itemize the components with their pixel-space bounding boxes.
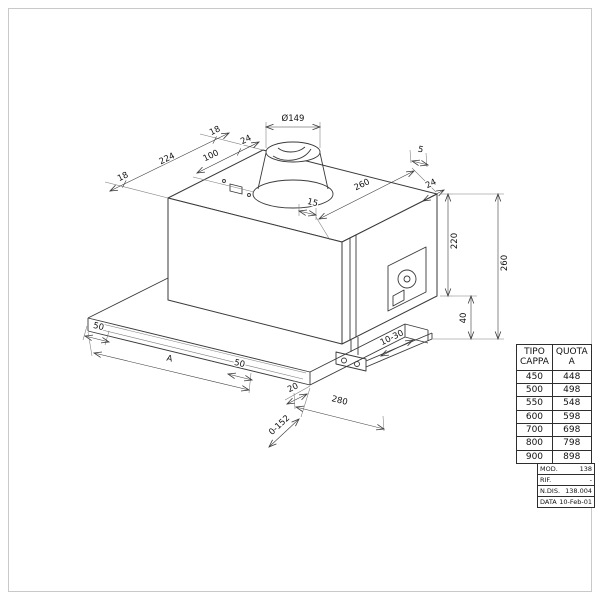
table-cell: 448	[551, 369, 592, 385]
dim-label-10-30: 10-30	[379, 328, 406, 348]
table-cell: 798	[551, 436, 592, 451]
dim-label-height-260: 260	[500, 255, 510, 271]
table-cell: 700	[516, 423, 553, 438]
dim-label-15: 15	[306, 197, 319, 209]
title-row-data: DATA 10-Feb-01	[538, 496, 594, 507]
table-cell: 548	[551, 396, 592, 411]
dim-label-20: 20	[286, 381, 300, 395]
motor-circle	[397, 269, 417, 289]
title-value: 138.004	[565, 487, 592, 495]
table-row: 600 598	[516, 409, 592, 425]
dim-label-5: 5	[417, 145, 425, 156]
dim-bottom-50-mid: 50	[226, 357, 254, 382]
dim-label-diameter: Ø149	[282, 113, 305, 124]
table-cell: 900	[516, 449, 553, 465]
dim-label-0-152: 0-152	[267, 413, 292, 437]
dim-label-24-top: 24	[239, 133, 253, 147]
title-row-ndis: N.DIS. 138.004	[538, 485, 594, 496]
table-row: 500 498	[516, 383, 592, 398]
header-line: TIPO	[524, 347, 545, 357]
hood-body	[167, 149, 438, 345]
dim-height-220: 220	[440, 192, 461, 298]
table-cell: 698	[551, 423, 592, 438]
dim-label-24-rear: 24	[424, 177, 438, 191]
title-label: RIF.	[540, 476, 552, 484]
table-cell: 498	[551, 383, 592, 398]
table-row: 550 548	[516, 396, 592, 411]
title-value: 10-Feb-01	[559, 498, 592, 506]
title-value: 138	[579, 465, 592, 473]
table-row: 900 898	[516, 449, 592, 465]
table-cell: 898	[551, 449, 592, 465]
motor-panel	[387, 246, 427, 312]
table-cell: 500	[516, 383, 553, 398]
dim-travel-10-30: 10-30	[378, 327, 415, 357]
dim-label-224: 224	[158, 151, 177, 167]
duct-vane	[272, 148, 312, 161]
title-row-rif: RIF. -	[538, 474, 594, 485]
dim-label-18-rear: 18	[208, 124, 222, 138]
table-row: 700 698	[516, 423, 592, 438]
table-cell: 450	[516, 369, 553, 385]
duct-outlet	[252, 141, 334, 209]
dim-flange-15: 15	[297, 196, 320, 220]
sheet-border	[8, 8, 592, 592]
dim-label-50-left: 50	[92, 321, 105, 333]
header-quota-a: QUOTA A	[551, 344, 592, 371]
header-tipo-cappa: TIPO CAPPA	[516, 344, 553, 371]
title-label: MOD.	[540, 465, 558, 473]
slide-bracket	[335, 351, 367, 372]
table-row: 800 798	[516, 436, 592, 451]
dim-label-50-mid: 50	[233, 358, 246, 370]
title-block: MOD. 138 RIF. - N.DIS. 138.004 DATA 10-F…	[537, 463, 595, 508]
title-label: N.DIS.	[540, 487, 561, 495]
header-line: A	[568, 357, 575, 368]
dim-label-280: 280	[330, 394, 348, 408]
table-cell: 550	[516, 396, 553, 411]
duct-flange	[252, 179, 334, 209]
dim-top-chain-outer: 18 224 18	[104, 123, 264, 199]
dim-bottom-280: 280	[293, 392, 386, 432]
table-row: 450 448	[516, 369, 592, 385]
spec-table-header-row: TIPO CAPPA QUOTA A	[516, 344, 592, 371]
title-value: -	[589, 476, 592, 484]
dim-duct-diameter: Ø149	[264, 112, 322, 148]
dim-label-220: 220	[450, 233, 460, 249]
spec-table: TIPO CAPPA QUOTA A 450 448 500 498 550 5…	[516, 344, 592, 465]
header-line: CAPPA	[520, 357, 549, 368]
dim-height-40: 40	[453, 294, 477, 341]
dim-label-40: 40	[459, 313, 469, 324]
dim-label-A: A	[165, 354, 173, 365]
header-line: QUOTA	[555, 347, 588, 357]
title-label: DATA	[540, 498, 557, 506]
dim-label-100: 100	[202, 148, 221, 164]
title-row-mod: MOD. 138	[538, 464, 594, 474]
table-cell: 598	[551, 409, 592, 425]
dim-rear-5: 5	[409, 143, 430, 168]
dim-travel-0-152: 0-152	[266, 387, 311, 448]
table-cell: 800	[516, 436, 553, 451]
table-cell: 600	[516, 409, 553, 425]
dim-width-A: A	[87, 331, 252, 394]
